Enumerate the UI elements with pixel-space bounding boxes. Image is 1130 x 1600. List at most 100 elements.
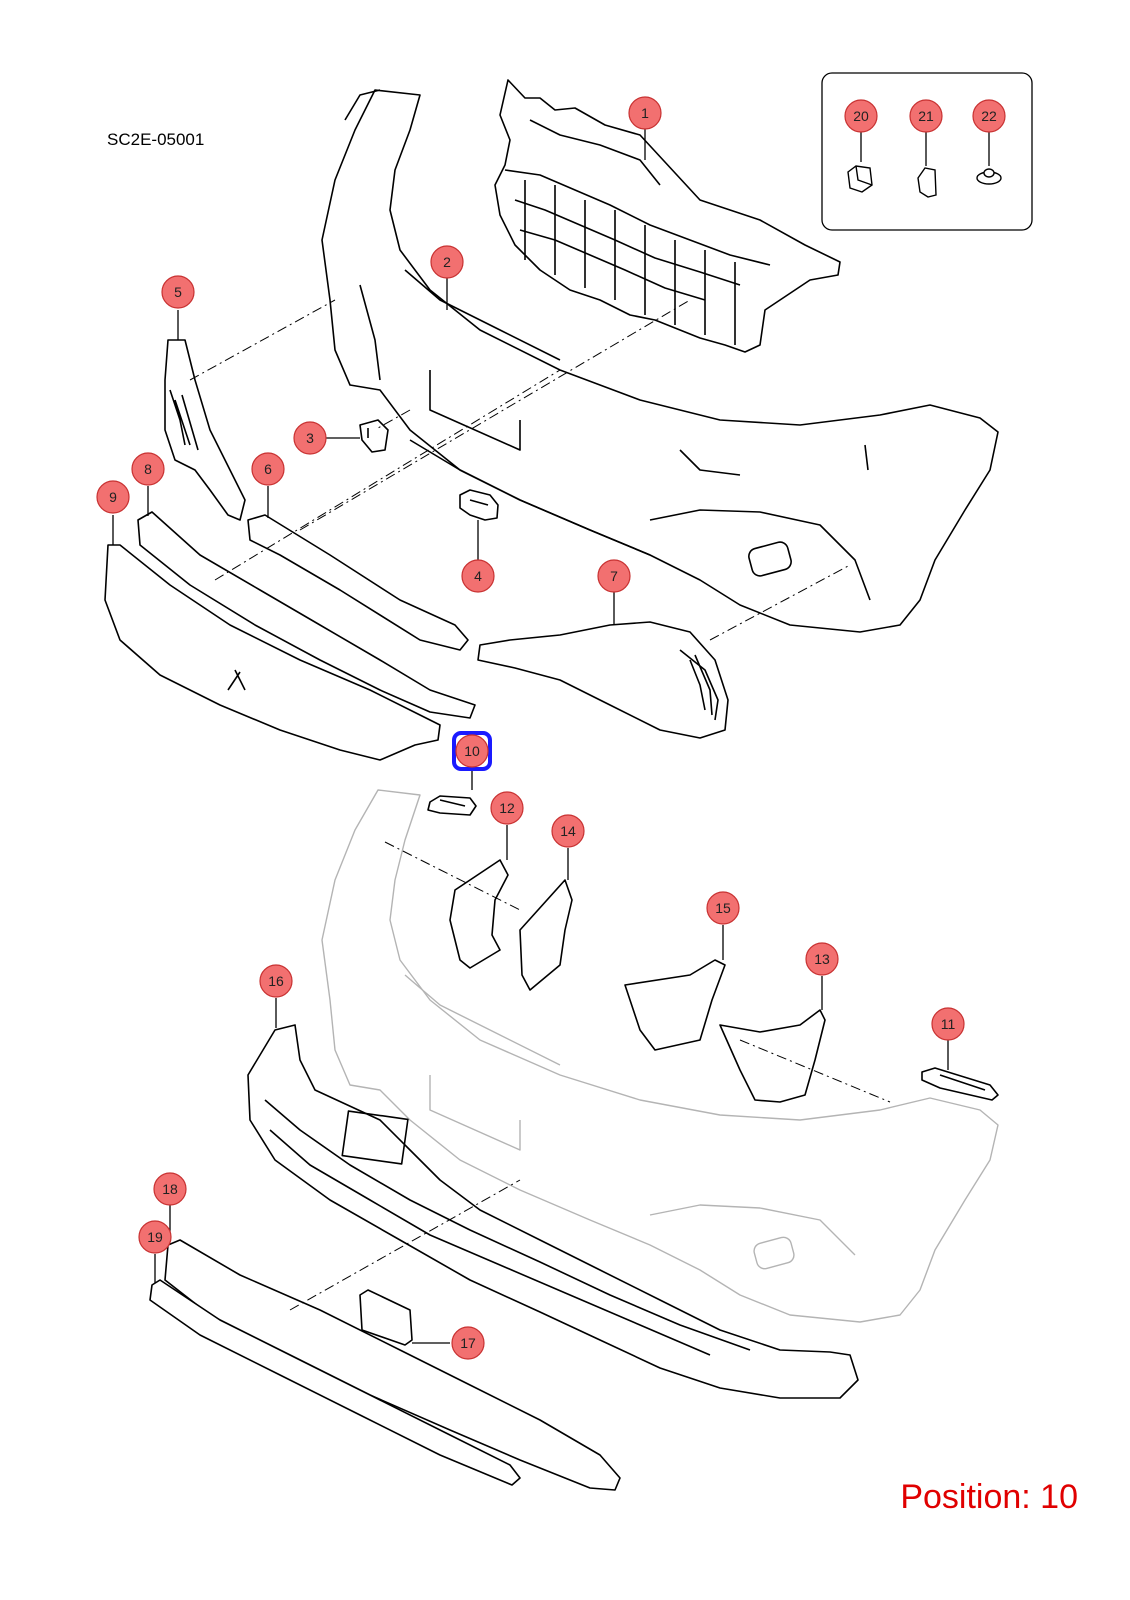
callout-number: 2 — [443, 254, 451, 270]
callout-number: 11 — [941, 1016, 956, 1032]
callout-8[interactable]: 8 — [131, 452, 165, 486]
callout-1[interactable]: 1 — [628, 96, 662, 130]
leader-lines-lower — [154, 825, 949, 1344]
callout-number: 21 — [918, 108, 934, 124]
position-indicator: Position: 10 — [900, 1478, 1078, 1516]
callout-11[interactable]: 11 — [931, 1007, 965, 1041]
part-20-nut[interactable] — [847, 165, 873, 193]
callout-circle — [628, 96, 662, 130]
callout-4[interactable]: 4 — [461, 559, 495, 593]
part-3-bracket[interactable] — [359, 419, 389, 453]
part-11-bracket[interactable] — [921, 1067, 999, 1101]
callout-3[interactable]: 3 — [293, 421, 327, 455]
part-19-lip[interactable] — [149, 1279, 521, 1486]
part-4-clip-bracket[interactable] — [459, 489, 499, 521]
callout-16[interactable]: 16 — [259, 964, 293, 998]
callout-circle — [805, 942, 839, 976]
callout-15[interactable]: 15 — [706, 891, 740, 925]
part-14-bracket[interactable] — [519, 879, 573, 991]
callout-number: 17 — [460, 1335, 476, 1351]
callout-circle — [293, 421, 327, 455]
part-13-panel[interactable] — [719, 1009, 826, 1103]
part-15-panel[interactable] — [624, 959, 726, 1051]
callout-circle — [551, 814, 585, 848]
callout-circle — [490, 791, 524, 825]
callout-9[interactable]: 9 — [96, 480, 130, 514]
callout-circle — [259, 964, 293, 998]
callout-22[interactable]: 22 — [972, 99, 1006, 133]
part-21-clip[interactable] — [917, 167, 937, 198]
callout-17[interactable]: 17 — [451, 1326, 485, 1360]
callout-7[interactable]: 7 — [597, 559, 631, 593]
callout-number: 22 — [981, 108, 997, 124]
callout-circle — [161, 275, 195, 309]
faded-bumper-cover — [321, 789, 999, 1323]
callout-18[interactable]: 18 — [153, 1172, 187, 1206]
callout-circle — [96, 480, 130, 514]
part-6-grille-bar[interactable] — [247, 514, 469, 651]
part-2-bumper-cover[interactable] — [321, 89, 999, 633]
callout-number: 4 — [474, 568, 482, 584]
callout-10[interactable]: 10 — [452, 731, 492, 771]
callout-circle — [131, 452, 165, 486]
assembly-lines-upper — [189, 299, 851, 641]
callout-21[interactable]: 21 — [909, 99, 943, 133]
part-1-absorber[interactable] — [494, 79, 841, 353]
part-5-side-trim[interactable] — [164, 339, 246, 521]
callout-circle — [455, 734, 489, 768]
callout-19[interactable]: 19 — [138, 1220, 172, 1254]
callout-circle — [972, 99, 1006, 133]
part-17-cover-plate[interactable] — [359, 1289, 413, 1346]
selected-highlight-box — [452, 731, 492, 771]
callout-number: 10 — [464, 743, 480, 759]
callout-number: 12 — [499, 800, 515, 816]
callout-13[interactable]: 13 — [805, 942, 839, 976]
callout-number: 14 — [560, 823, 576, 839]
callout-number: 9 — [109, 489, 117, 505]
callout-number: 18 — [162, 1181, 178, 1197]
part-12-bracket[interactable] — [449, 859, 509, 969]
lower-assembly — [149, 789, 999, 1491]
upper-assembly — [104, 79, 999, 790]
leader-lines-upper — [112, 128, 646, 790]
callout-number: 8 — [144, 461, 152, 477]
callout-number: 20 — [853, 108, 869, 124]
callout-circle — [430, 245, 464, 279]
callout-12[interactable]: 12 — [490, 791, 524, 825]
callout-circle — [706, 891, 740, 925]
callout-6[interactable]: 6 — [251, 452, 285, 486]
callout-number: 13 — [814, 951, 830, 967]
inset-box — [821, 72, 1033, 231]
callout-circle — [844, 99, 878, 133]
callout-number: 1 — [641, 105, 649, 121]
callout-circle — [909, 99, 943, 133]
callout-number: 7 — [610, 568, 618, 584]
part-7-side-grille[interactable] — [477, 621, 729, 739]
callout-5[interactable]: 5 — [161, 275, 195, 309]
part-22-washer[interactable] — [976, 168, 1002, 185]
callout-number: 19 — [147, 1229, 163, 1245]
callout-circle — [138, 1220, 172, 1254]
part-10-bracket[interactable] — [427, 795, 477, 816]
callout-20[interactable]: 20 — [844, 99, 878, 133]
callout-circle — [461, 559, 495, 593]
callout-14[interactable]: 14 — [551, 814, 585, 848]
callout-circle — [153, 1172, 187, 1206]
assembly-lines-lower — [289, 841, 891, 1311]
callout-number: 5 — [174, 284, 182, 300]
callout-circle — [931, 1007, 965, 1041]
callout-circle — [597, 559, 631, 593]
callout-number: 15 — [715, 900, 731, 916]
callout-circle — [451, 1326, 485, 1360]
part-9-spoiler[interactable] — [104, 544, 441, 761]
part-16-grille-carrier[interactable] — [247, 1024, 859, 1399]
part-8-trim-strip[interactable] — [137, 511, 476, 719]
callout-number: 6 — [264, 461, 272, 477]
diagram-code: SC2E-05001 — [107, 130, 205, 149]
callout-number: 3 — [306, 430, 314, 446]
callout-circle — [251, 452, 285, 486]
callout-2[interactable]: 2 — [430, 245, 464, 279]
callout-number: 16 — [268, 973, 284, 989]
